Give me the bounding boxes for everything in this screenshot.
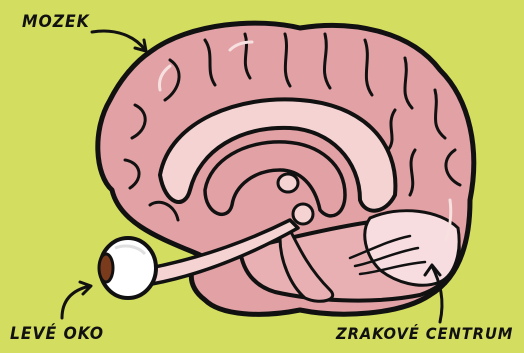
visual-center-label: ZRAKOVÉ CENTRUM xyxy=(336,324,513,343)
brain-label: MOZEK xyxy=(22,12,90,32)
left-eye xyxy=(99,238,156,298)
left-eye-label: LEVÉ OKO xyxy=(10,324,104,344)
